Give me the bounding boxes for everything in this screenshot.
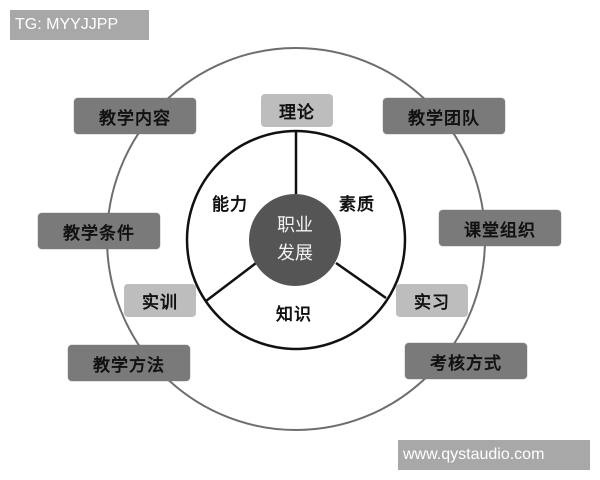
watermark-bottom-right: www.qystaudio.com: [398, 440, 590, 470]
core-label-line1: 职业: [277, 215, 313, 236]
node-classroom-organization: 课堂组织: [439, 210, 561, 246]
node-internship: 实习: [396, 284, 468, 317]
segment-ability: 能力: [212, 195, 248, 215]
core-label: 职业 发展: [249, 212, 341, 268]
core-circle: [249, 194, 341, 286]
node-assessment-methods: 考核方式: [405, 343, 527, 379]
segment-knowledge: 知识: [276, 305, 312, 325]
spoke-left: [205, 262, 257, 302]
spoke-right: [335, 261, 387, 300]
node-theory: 理论: [261, 94, 333, 127]
watermark-top-left: TG: MYYJJPP: [10, 10, 149, 40]
node-teaching-conditions: 教学条件: [38, 213, 160, 249]
node-teaching-team: 教学团队: [383, 98, 505, 134]
node-training: 实训: [124, 284, 196, 317]
node-teaching-methods: 教学方法: [68, 345, 190, 381]
node-teaching-content: 教学内容: [74, 98, 196, 134]
core-label-line2: 发展: [277, 243, 313, 264]
segment-quality: 素质: [339, 195, 375, 215]
